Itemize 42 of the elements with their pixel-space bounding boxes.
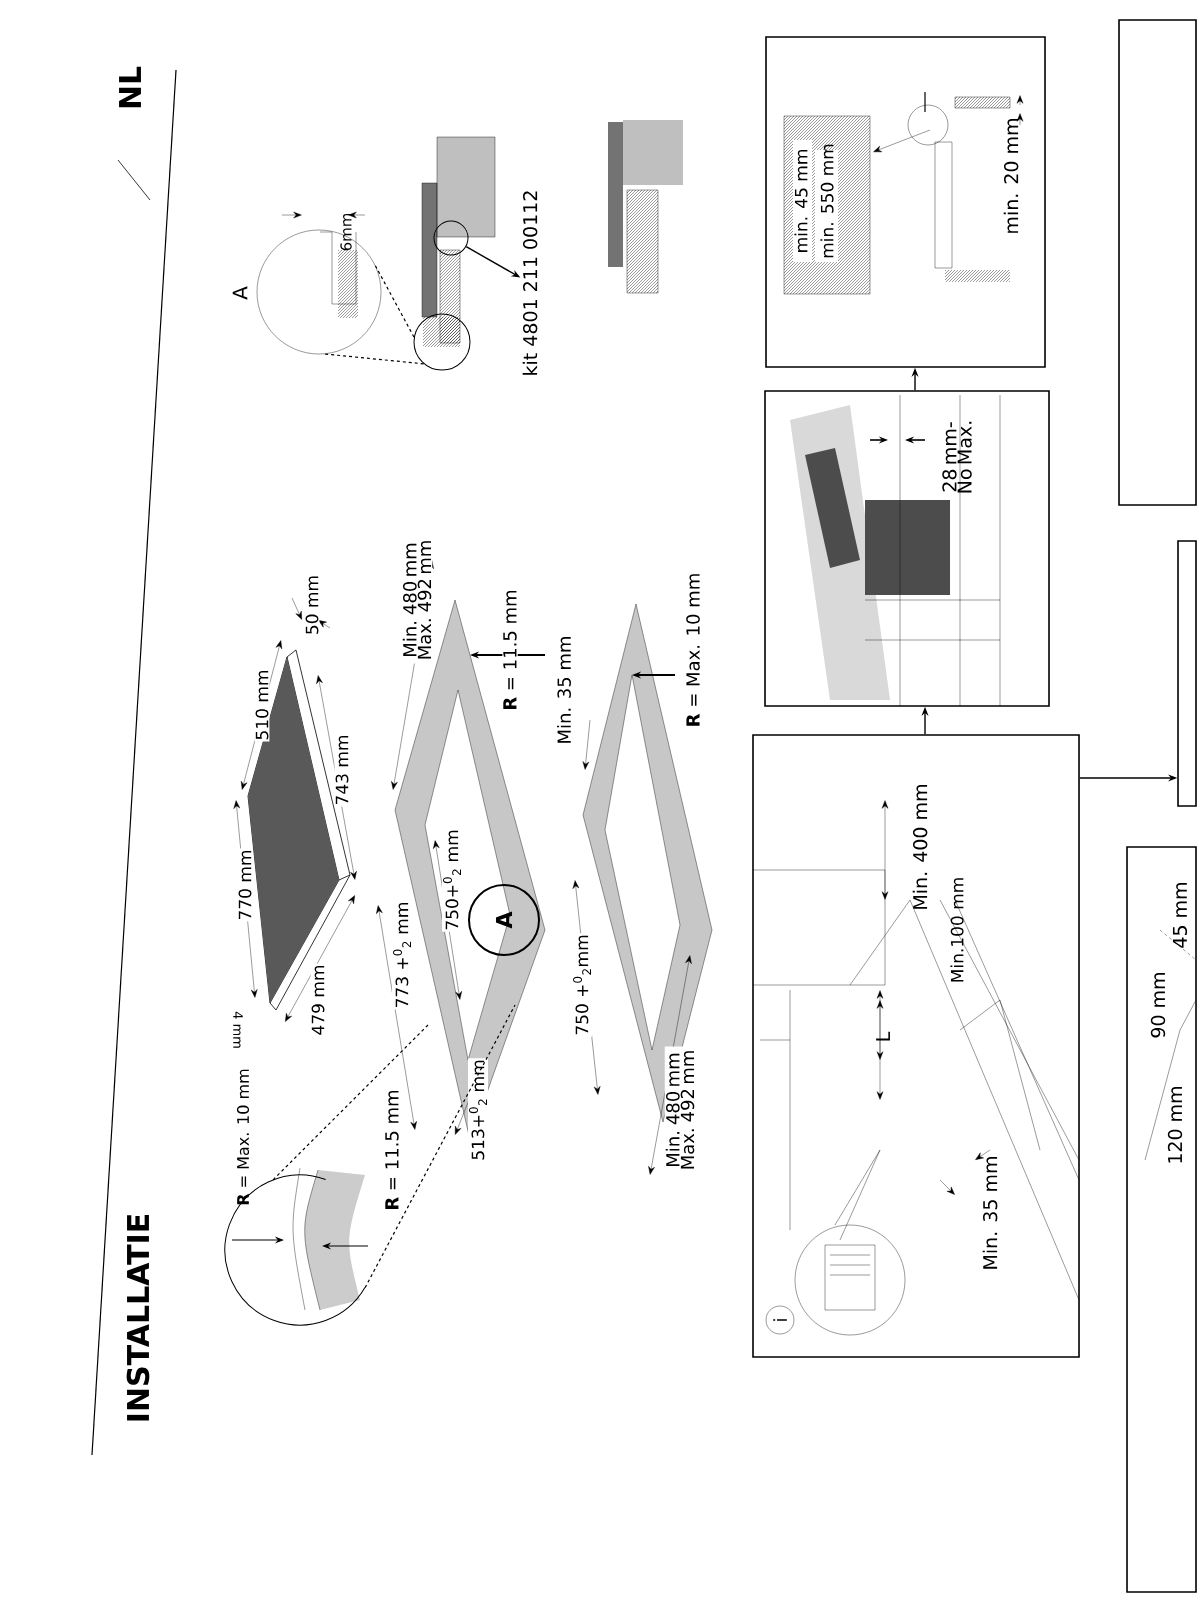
dimension-label: Min. 35 mm: [556, 634, 572, 746]
dimension-label: R = Max. 10 mm: [685, 571, 701, 729]
dimension-label: min. 20 mm: [1003, 119, 1019, 233]
dimension-label: Min. 400 mm: [912, 785, 928, 909]
dimension-label: 90 mm: [1150, 973, 1166, 1038]
dimension-label: R = Max. 10 mm: [236, 1069, 250, 1205]
dimension-label: 45 mm: [1172, 883, 1188, 948]
language-code: NL: [118, 64, 142, 112]
dimension-label: L: [876, 1031, 890, 1041]
dimension-label: 513+$^{0}$$_{2}$ mm: [468, 1058, 488, 1162]
page-title: INSTALLATIE: [126, 1215, 150, 1421]
dimension-label: 510 mm: [254, 668, 270, 742]
magnifier-line: [272, 1024, 429, 1181]
detail-letter: A: [232, 286, 248, 300]
dimension-label: 750 +$^{0}$$_{2}$mm: [572, 933, 592, 1037]
magnifier-line: [364, 1004, 516, 1289]
dimension-label: 773 +$^{0}$$_{2}$ mm: [392, 900, 412, 1010]
dimension-label: 28 mm- No Max.: [942, 421, 972, 493]
dimension-label: R = 11.5 mm: [385, 1090, 399, 1209]
dimension-label: 4 mm: [232, 1010, 244, 1050]
dimension-label: Min. 35 mm: [982, 1157, 998, 1269]
info-letter: i: [773, 1319, 787, 1321]
illustration-panel: [1118, 19, 1197, 506]
dimension-label: Min.100 mm: [950, 878, 964, 982]
magnifier-line: [374, 265, 415, 338]
dimension-label: 743 mm: [334, 733, 350, 807]
dimension-label: Min. 480 mm Max. 492 mm: [401, 536, 433, 664]
dimension-label: R = 11.5 mm: [502, 588, 518, 712]
dimension-label: 50 mm: [304, 573, 320, 637]
magnifier-circle: [413, 313, 471, 371]
illustration-panel: [1177, 540, 1197, 807]
magnifier-circle: [433, 220, 469, 256]
magnifier-line: [323, 353, 425, 365]
dimension-label: min. 45 mm: [794, 150, 808, 252]
dimension-label: 750+$^{0}$$_{2}$ mm: [442, 828, 462, 932]
dimension-label: Min. 480 mm Max. 492 mm: [664, 1046, 696, 1174]
dimension-label: 479 mm: [310, 963, 326, 1037]
dimension-label: min. 550 mm: [820, 144, 834, 258]
dimension-label: 770 mm: [237, 848, 253, 922]
dimension-label: 6mm: [340, 213, 352, 251]
part-number: kit 4801 211 00112: [522, 191, 538, 375]
dimension-label: 120 mm: [1167, 1087, 1183, 1163]
